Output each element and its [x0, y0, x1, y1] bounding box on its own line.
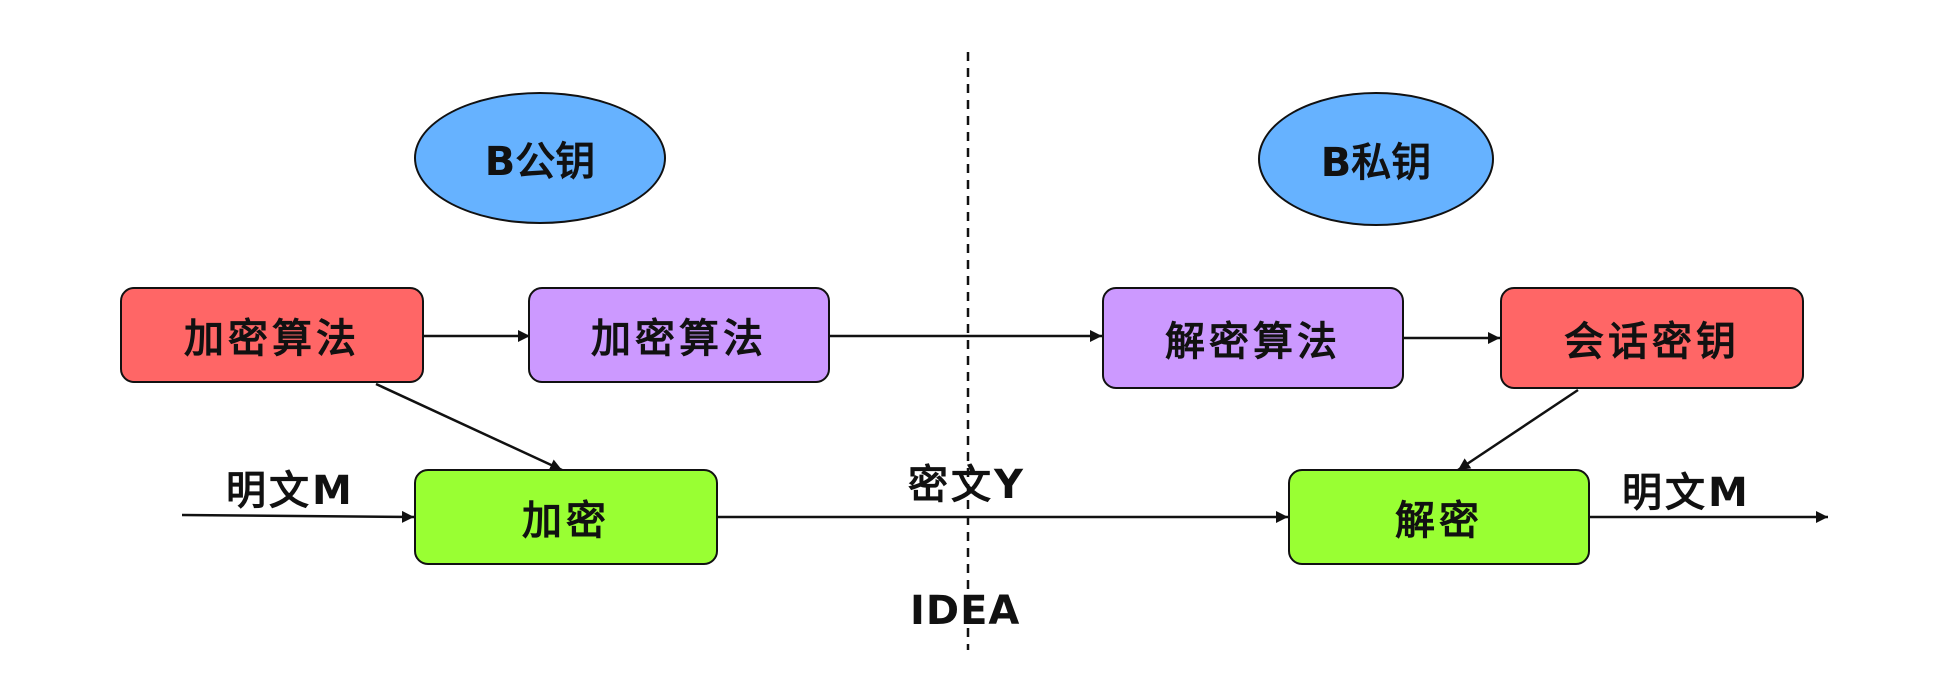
decrypt-label: 解密	[1395, 498, 1483, 544]
plaintext-output-label: 明文M	[1622, 470, 1751, 516]
encryption-algorithm-red-label: 加密算法	[184, 316, 360, 362]
b-public-key-node: B公钥	[414, 92, 666, 224]
arrow-session-key-to-decrypt	[1457, 388, 1579, 472]
session-key-label: 会话密钥	[1564, 319, 1740, 365]
encrypt-label: 加密	[522, 498, 610, 544]
encryption-algorithm-purple-node: 加密算法	[528, 287, 830, 383]
encryption-algorithm-purple-label: 加密算法	[591, 316, 767, 362]
b-public-key-label: B公钥	[484, 139, 596, 185]
arrow-plaintext-to-encrypt	[181, 510, 415, 523]
b-private-key-node: B私钥	[1258, 92, 1494, 226]
algorithm-label: IDEA	[910, 588, 1021, 634]
plaintext-input-label: 明文M	[226, 468, 355, 514]
b-private-key-label: B私钥	[1320, 140, 1432, 186]
encrypt-node: 加密	[414, 469, 718, 565]
arrow-enc-algo-to-encrypt	[375, 382, 563, 472]
decryption-algorithm-node: 解密算法	[1102, 287, 1404, 389]
ciphertext-label: 密文Y	[908, 462, 1026, 508]
session-key-node: 会话密钥	[1500, 287, 1804, 389]
decrypt-node: 解密	[1288, 469, 1590, 565]
decryption-algorithm-label: 解密算法	[1165, 319, 1341, 365]
encryption-algorithm-red-node: 加密算法	[120, 287, 424, 383]
